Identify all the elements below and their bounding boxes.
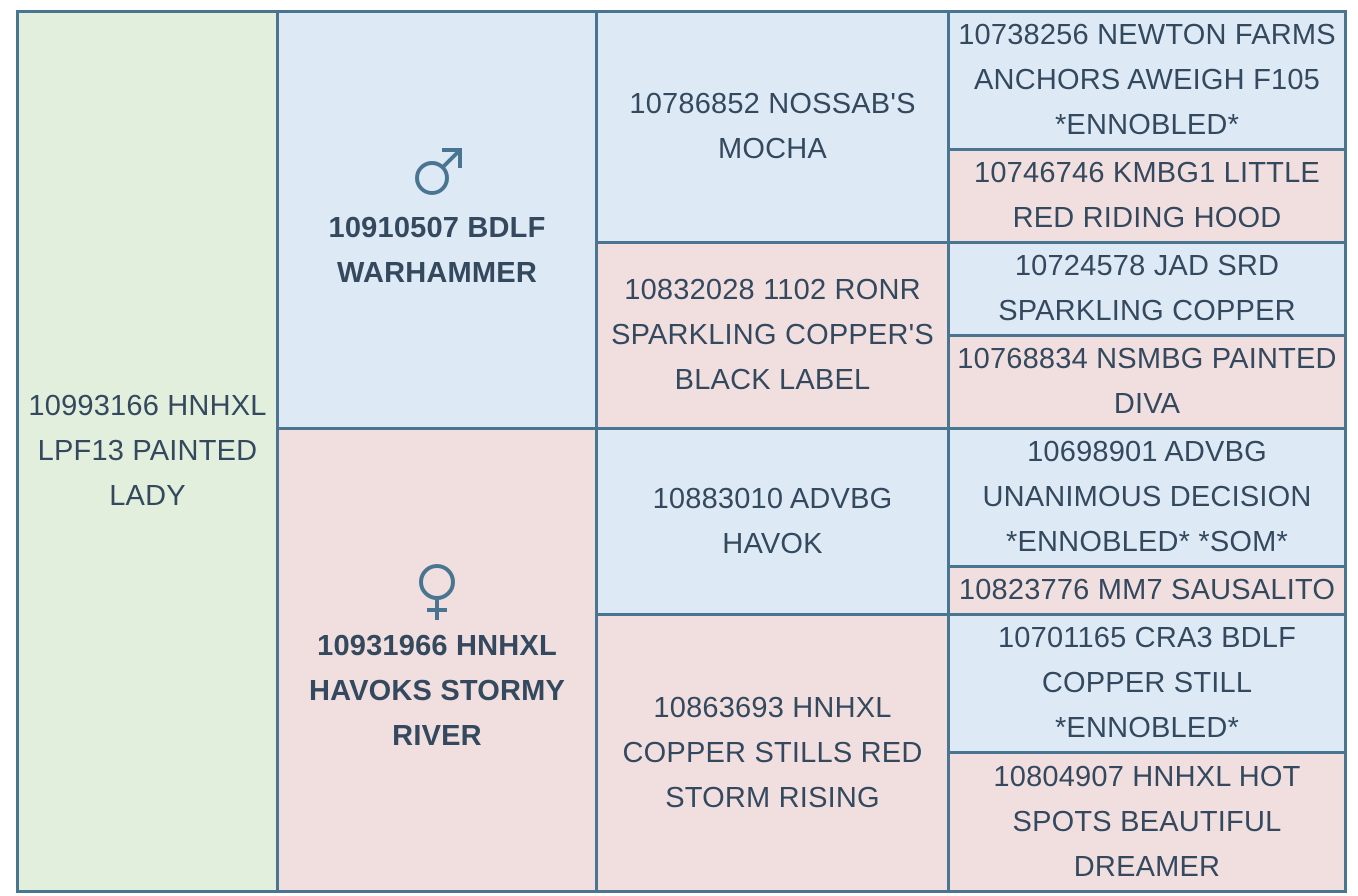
- dam-sire-sire-cell: 10698901 ADVBG UNANIMOUS DECISION *ENNOB…: [947, 427, 1347, 568]
- dam-dam-name: 10863693 HNHXL COPPER STILLS RED STORM R…: [622, 691, 923, 814]
- subject-cell: 10993166 HNHXL LPF13 PAINTED LADY: [16, 10, 279, 893]
- sire-sire-cell: 10786852 NOSSAB'S MOCHA: [595, 10, 950, 244]
- sire-dam-dam-cell: 10768834 NSMBG PAINTED DIVA: [947, 334, 1347, 430]
- sire-dam-sire-name: 10724578 JAD SRD SPARKLING COPPER: [998, 250, 1296, 327]
- dam-dam-dam-cell: 10804907 HNHXL HOT SPOTS BEAUTIFUL DREAM…: [947, 751, 1347, 893]
- sire-sire-sire-name: 10738256 NEWTON FARMS ANCHORS AWEIGH F10…: [958, 19, 1336, 141]
- sire-sire-name: 10786852 NOSSAB'S MOCHA: [629, 88, 916, 165]
- sire-sire-dam-name: 10746746 KMBG1 LITTLE RED RIDING HOOD: [974, 157, 1320, 234]
- dam-name: 10931966 HNHXL HAVOKS STORMY RIVER: [308, 629, 566, 752]
- subject-name: 10993166 HNHXL LPF13 PAINTED LADY: [28, 390, 267, 512]
- sire-dam-cell: 10832028 1102 RONR SPARKLING COPPER'S BL…: [595, 241, 950, 430]
- dam-sire-name: 10883010 ADVBG HAVOK: [652, 482, 893, 560]
- dam-sire-dam-cell: 10823776 MM7 SAUSALITO: [947, 565, 1347, 616]
- pedigree-table: 10993166 HNHXL LPF13 PAINTED LADY 109105…: [16, 10, 1347, 893]
- dam-dam-sire-name: 10701165 CRA3 BDLF COPPER STILL *ENNOBLE…: [997, 622, 1297, 744]
- male-symbol-icon: [407, 144, 467, 204]
- female-symbol-icon: [407, 562, 467, 622]
- sire-dam-name: 10832028 1102 RONR SPARKLING COPPER'S BL…: [611, 274, 934, 396]
- sire-cell: 10910507 BDLF WARHAMMER: [276, 10, 598, 430]
- dam-sire-cell: 10883010 ADVBG HAVOK: [595, 427, 950, 616]
- dam-dam-dam-name: 10804907 HNHXL HOT SPOTS BEAUTIFUL DREAM…: [993, 760, 1301, 883]
- dam-dam-cell: 10863693 HNHXL COPPER STILLS RED STORM R…: [595, 613, 950, 893]
- sire-dam-sire-cell: 10724578 JAD SRD SPARKLING COPPER: [947, 241, 1347, 337]
- sire-sire-dam-cell: 10746746 KMBG1 LITTLE RED RIDING HOOD: [947, 148, 1347, 244]
- dam-sire-dam-name: 10823776 MM7 SAUSALITO: [958, 574, 1336, 606]
- dam-sire-sire-name: 10698901 ADVBG UNANIMOUS DECISION *ENNOB…: [982, 436, 1312, 558]
- sire-name: 10910507 BDLF WARHAMMER: [328, 212, 546, 289]
- dam-dam-sire-cell: 10701165 CRA3 BDLF COPPER STILL *ENNOBLE…: [947, 613, 1347, 754]
- dam-cell: 10931966 HNHXL HAVOKS STORMY RIVER: [276, 427, 598, 893]
- sire-dam-dam-name: 10768834 NSMBG PAINTED DIVA: [957, 343, 1337, 420]
- sire-sire-sire-cell: 10738256 NEWTON FARMS ANCHORS AWEIGH F10…: [947, 10, 1347, 151]
